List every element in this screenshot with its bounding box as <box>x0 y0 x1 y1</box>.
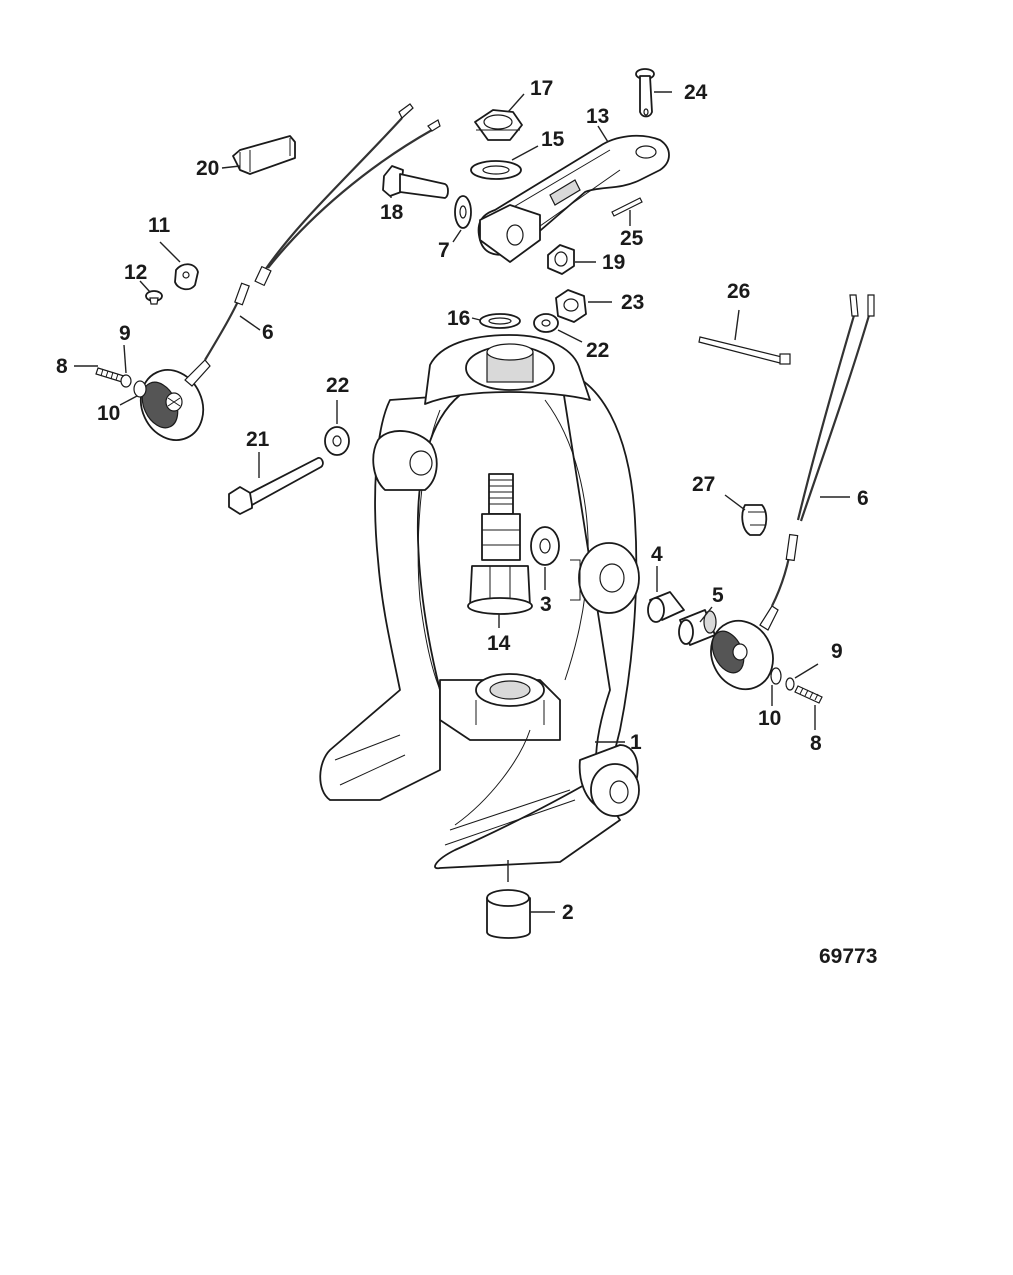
callout-23: 23 <box>621 291 644 314</box>
callout-8-right: 8 <box>810 732 822 755</box>
callout-24: 24 <box>684 81 708 104</box>
steering-arm-part-13 <box>477 134 670 263</box>
gimbal-housing <box>319 334 640 870</box>
clip-part-27 <box>741 504 768 536</box>
trim-sender-right <box>710 605 779 691</box>
washer-part-22-upper <box>533 313 559 333</box>
callout-22-upper: 22 <box>586 339 609 362</box>
bushing-part-2 <box>486 889 531 939</box>
callout-8-left: 8 <box>56 355 68 378</box>
trim-sender-left <box>139 359 211 441</box>
callout-25: 25 <box>620 227 644 250</box>
nut-part-17 <box>474 109 523 141</box>
bolt-part-18 <box>382 165 449 199</box>
washer-part-10-right <box>770 667 782 685</box>
bushing-part-5 <box>678 609 717 646</box>
plate-part-11 <box>174 263 199 291</box>
washer-part-16 <box>479 313 521 329</box>
callout-14: 14 <box>487 632 511 655</box>
callout-12: 12 <box>124 261 147 284</box>
callout-9-right: 9 <box>831 640 843 663</box>
callout-6-right: 6 <box>857 487 869 510</box>
callout-17: 17 <box>530 77 553 100</box>
washer-part-22-lower <box>324 426 350 456</box>
callout-3: 3 <box>540 593 552 616</box>
callout-6-left: 6 <box>262 321 274 344</box>
callout-18: 18 <box>380 201 404 224</box>
callout-22-lower: 22 <box>326 374 349 397</box>
callout-10-left: 10 <box>97 402 120 425</box>
screw-part-8-left <box>95 367 125 383</box>
callout-1: 1 <box>630 731 642 754</box>
callout-27: 27 <box>692 473 715 496</box>
bushing-part-4 <box>647 591 685 623</box>
callout-19: 19 <box>602 251 625 274</box>
washer-part-10-left <box>133 380 147 398</box>
callout-21: 21 <box>246 428 270 451</box>
nut-part-23 <box>555 289 587 323</box>
callout-labels: 1 2 3 4 5 6 6 7 8 8 9 9 10 10 11 12 13 1… <box>56 77 869 924</box>
callout-26: 26 <box>727 280 750 303</box>
cable-part-6-left <box>204 103 441 361</box>
callout-5: 5 <box>712 584 724 607</box>
washer-part-7 <box>454 195 472 229</box>
shaft-part-14 <box>467 473 533 615</box>
pin-part-24 <box>635 68 655 118</box>
callout-20: 20 <box>196 157 219 180</box>
washer-part-15 <box>470 160 522 180</box>
spring-washer-part-9-right <box>785 677 795 691</box>
callout-16: 16 <box>447 307 470 330</box>
leader-lines <box>74 91 850 913</box>
callout-4: 4 <box>651 543 663 566</box>
screw-part-12 <box>145 290 163 305</box>
callout-2: 2 <box>562 901 574 924</box>
figure-number: 69773 <box>819 945 877 968</box>
callout-7: 7 <box>438 239 450 262</box>
callout-9-left: 9 <box>119 322 131 345</box>
cable-tie-part-26 <box>698 336 791 365</box>
screw-part-8-right <box>794 685 823 704</box>
washer-part-3 <box>530 526 560 566</box>
callout-15: 15 <box>541 128 565 151</box>
cable-part-6-right <box>771 294 875 607</box>
cotter-pin-part-25 <box>611 197 643 217</box>
callout-10-right: 10 <box>758 707 781 730</box>
nut-part-19 <box>547 244 575 275</box>
bracket-part-20 <box>232 135 296 175</box>
spring-washer-part-9-left <box>120 374 132 388</box>
callout-13: 13 <box>586 105 609 128</box>
bolt-part-21 <box>228 457 324 515</box>
callout-11: 11 <box>148 214 171 237</box>
